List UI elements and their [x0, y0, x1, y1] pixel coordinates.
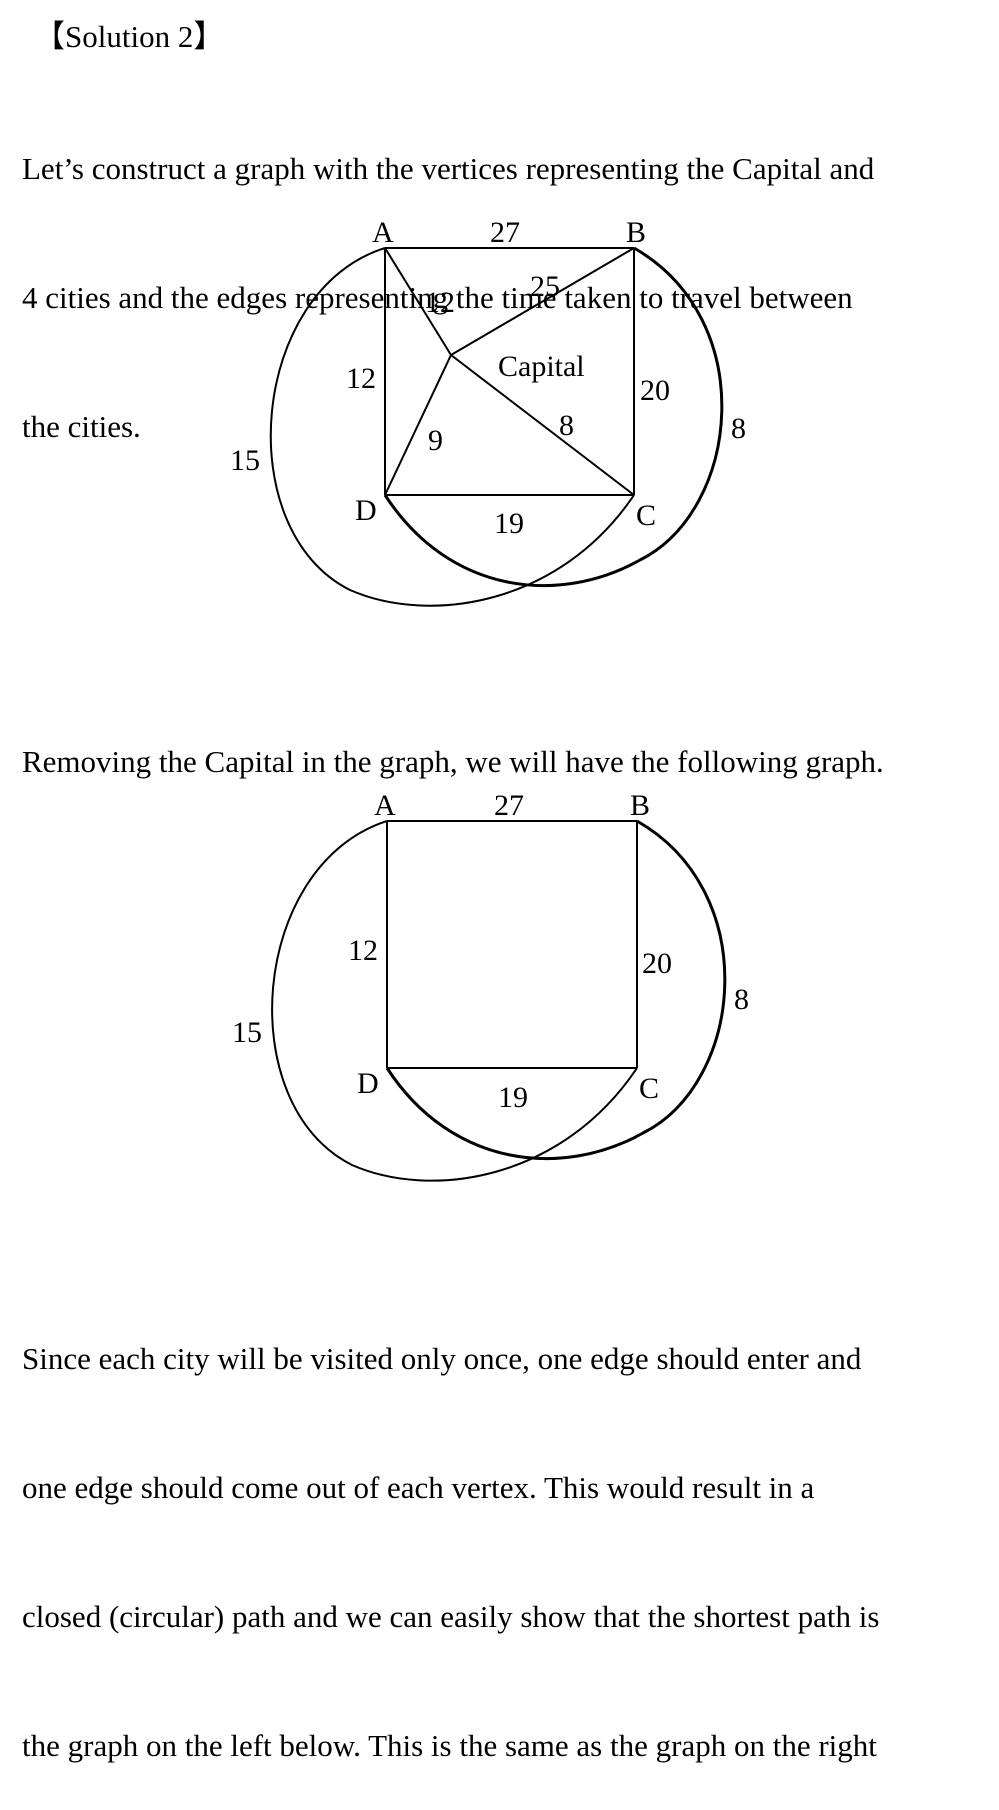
weight-b-d-outer: 8 — [731, 412, 746, 445]
text-line: 4 cities and the edges representing the … — [22, 280, 853, 315]
removing-capital-text: Removing the Capital in the graph, we wi… — [22, 744, 884, 779]
weight-a-c-outer: 15 — [232, 1016, 262, 1049]
edge-c-capital — [450, 354, 635, 496]
solution-heading: 【Solution 2】 — [34, 19, 225, 54]
vertex-b-label: B — [626, 216, 646, 249]
vertex-capital-label: Capital — [498, 350, 585, 383]
weight-d-c: 19 — [498, 1081, 528, 1114]
text-line: one edge should come out of each vertex.… — [22, 1470, 815, 1505]
weight-a-b: 27 — [494, 789, 524, 822]
vertex-a-label: A — [374, 789, 396, 822]
weight-a-capital: 12 — [425, 286, 455, 319]
text-line: Since each city will be visited only onc… — [22, 1341, 862, 1376]
vertex-c-label: C — [636, 499, 656, 532]
edge-a-capital — [384, 247, 452, 356]
graph-without-capital: A B C D 27 12 20 8 15 19 — [232, 789, 749, 1182]
vertex-a-label: A — [372, 216, 394, 249]
edge-d-capital — [384, 354, 452, 496]
vertex-b-label: B — [630, 789, 650, 822]
edge-b-capital — [450, 247, 635, 356]
text-line: closed (circular) path and we can easily… — [22, 1599, 880, 1634]
vertex-d-label: D — [355, 494, 377, 527]
weight-b-capital: 25 — [530, 270, 560, 303]
weight-a-c-outer: 15 — [230, 444, 260, 477]
intro-paragraph: Let’s construct a graph with the vertice… — [22, 61, 874, 491]
vertex-c-label: C — [639, 1072, 659, 1105]
text-line: the graph on the left below. This is the… — [22, 1728, 877, 1763]
edge-b-d-outer — [383, 246, 724, 587]
edge-b-d-outer — [385, 819, 727, 1160]
weight-d-capital: 9 — [428, 424, 443, 457]
text-line: the cities. — [22, 409, 141, 444]
weight-a-d: 12 — [348, 934, 378, 967]
conclusion-paragraph: Since each city will be visited only onc… — [22, 1251, 879, 1810]
graph-with-capital: A B C D Capital 27 25 12 12 20 8 9 8 15 … — [230, 216, 746, 607]
weight-b-c: 20 — [642, 947, 672, 980]
edge-a-c-outer — [269, 247, 635, 607]
weight-c-capital: 8 — [559, 409, 574, 442]
weight-b-d-outer: 8 — [734, 983, 749, 1016]
weight-b-c: 20 — [640, 374, 670, 407]
text-line: Let’s construct a graph with the vertice… — [22, 151, 875, 186]
edge-a-c-outer — [271, 820, 638, 1182]
weight-a-d: 12 — [346, 362, 376, 395]
weight-d-c: 19 — [494, 507, 524, 540]
vertex-d-label: D — [357, 1067, 379, 1100]
weight-a-b: 27 — [490, 216, 520, 249]
